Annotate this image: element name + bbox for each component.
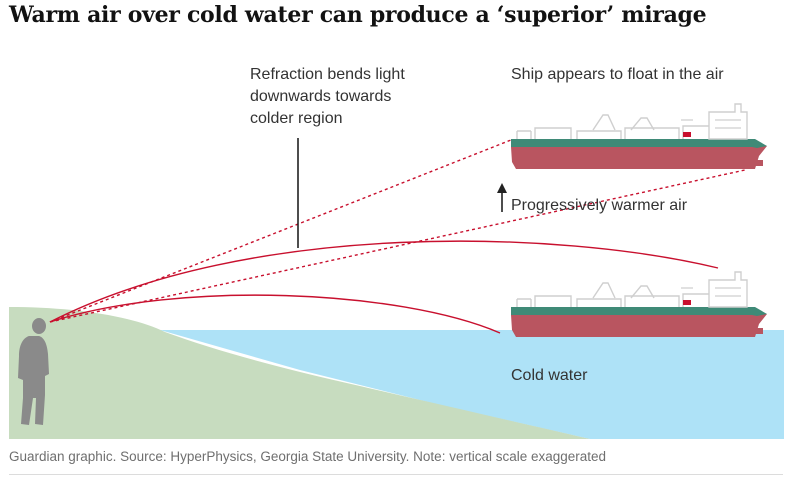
real-ship [510, 271, 768, 338]
ship-float-label: Ship appears to float in the air [511, 66, 724, 83]
light-rays [49, 139, 746, 334]
warmer-air-label: Progressively warmer air [511, 197, 688, 214]
direct-ray [49, 294, 501, 334]
source-footer: Guardian graphic. Source: HyperPhysics, … [9, 449, 607, 464]
up-arrow-icon [497, 183, 507, 212]
apparent-line-upper [49, 139, 512, 323]
divider [9, 474, 783, 475]
cold-water-label: Cold water [511, 367, 588, 384]
apparent-line-lower [49, 169, 746, 323]
refracted-ray [49, 240, 719, 323]
mirage-ship [510, 103, 768, 170]
water [160, 330, 784, 439]
land [9, 307, 590, 439]
page-title: Warm air over cold water can produce a ‘… [9, 2, 707, 28]
observer-person-icon [18, 318, 49, 425]
refraction-label: Refraction bends light downwards towards… [250, 66, 409, 127]
